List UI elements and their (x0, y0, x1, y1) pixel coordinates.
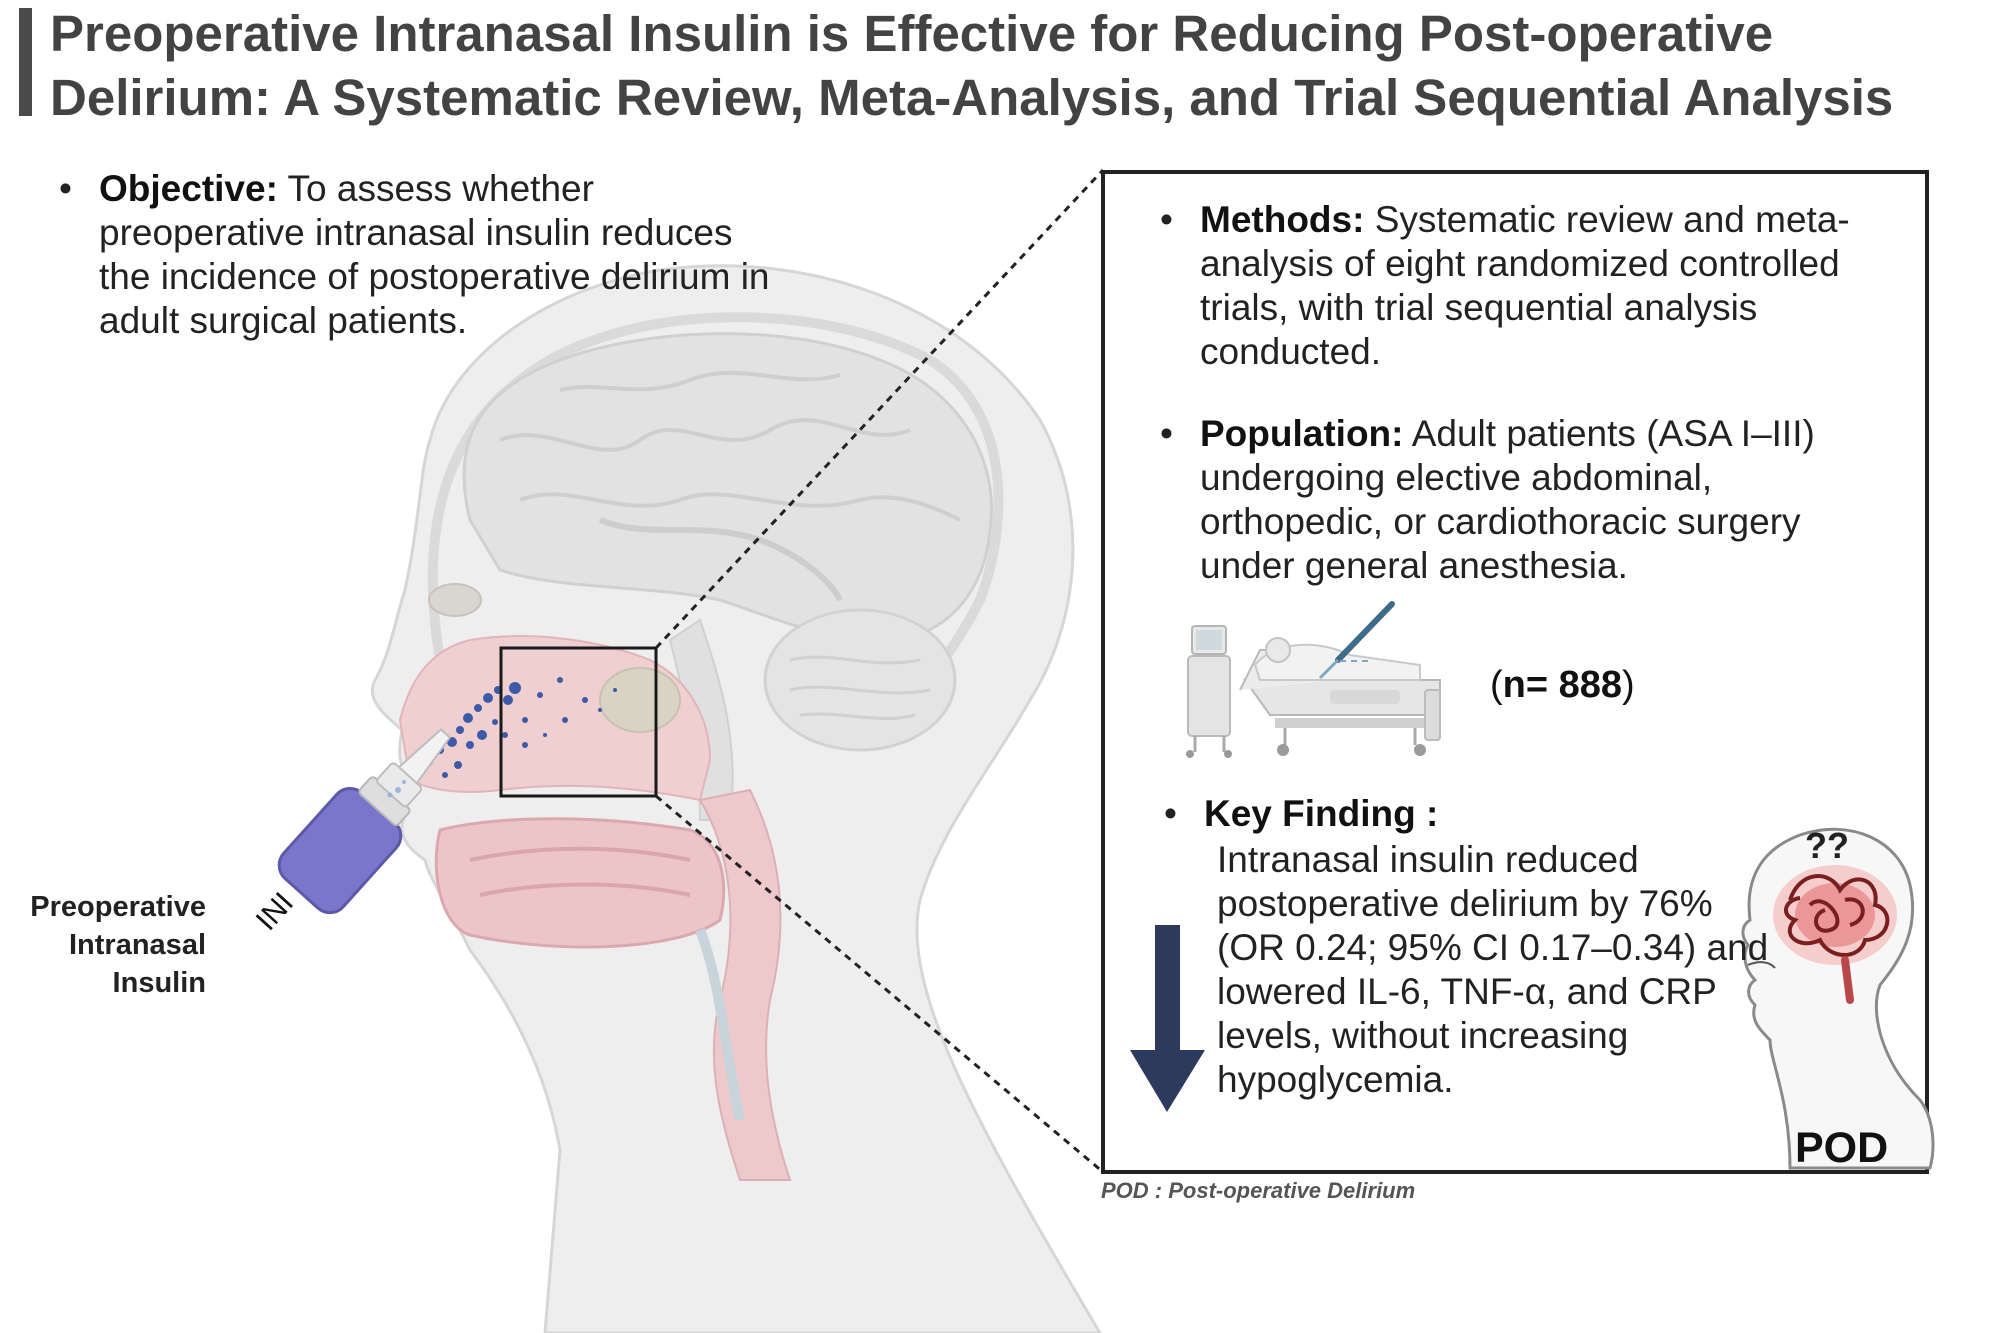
objective-text: To assess whether preoperative intranasa… (99, 168, 770, 341)
key-finding-label: Key Finding : (1204, 793, 1439, 834)
bullet: • (59, 168, 72, 209)
bullet: • (1164, 793, 1177, 834)
population-label: Population: (1200, 413, 1404, 454)
key-finding-text: Intranasal insulin reduced postoperative… (1217, 839, 1769, 1100)
objective-block: • Objective: To assess whether preoperat… (59, 167, 779, 343)
population-text: Adult patients (ASA I–III) undergoing el… (1200, 413, 1815, 586)
nasal-spray-icon (277, 728, 452, 915)
methods-label: Methods: (1200, 199, 1365, 240)
bullet: • (1160, 199, 1173, 240)
spray-mist (387, 780, 406, 798)
population-block: • Population: Adult patients (ASA I–III)… (1160, 412, 1900, 588)
spray-label-line-2: Intranasal (69, 929, 206, 961)
sample-close: ) (1622, 664, 1635, 706)
footnote: POD : Post-operative Delirium (1101, 1178, 1416, 1203)
spray-label-line-1: Preoperative (30, 891, 206, 923)
zoom-box (499, 646, 658, 798)
objective-label: Objective: (99, 168, 278, 209)
head-anatomy-icon (370, 264, 1102, 1333)
sample-size: (n= 888) (1490, 664, 1635, 707)
methods-block: • Methods: Systematic review and meta-an… (1160, 198, 1900, 374)
down-arrow-icon (1130, 925, 1205, 1112)
spray-label: Preoperative Intranasal Insulin (6, 888, 206, 1002)
question-marks: ?? (1805, 825, 1849, 866)
title-line-2: Delirium: A Systematic Review, Meta-Anal… (50, 69, 1894, 126)
sample-value: n= 888 (1502, 664, 1623, 706)
confused-head-icon (1741, 827, 1935, 1170)
title-line-1: Preoperative Intranasal Insulin is Effec… (50, 5, 1774, 62)
spray-label-line-3: Insulin (112, 967, 206, 999)
bullet: • (1160, 413, 1173, 454)
methods-text: Systematic review and meta-analysis of e… (1200, 199, 1850, 372)
sample-open: ( (1490, 664, 1503, 706)
title-accent-bar (19, 8, 32, 116)
hospital-bed-icon (1186, 601, 1441, 758)
bottle-label: INI (250, 886, 300, 937)
page-title: Preoperative Intranasal Insulin is Effec… (50, 2, 1980, 130)
pod-label: POD (1795, 1124, 1889, 1172)
connector-line-top (654, 168, 1105, 650)
connector-line-bottom (655, 794, 1104, 1174)
key-finding-heading: • Key Finding : (1164, 792, 1604, 836)
